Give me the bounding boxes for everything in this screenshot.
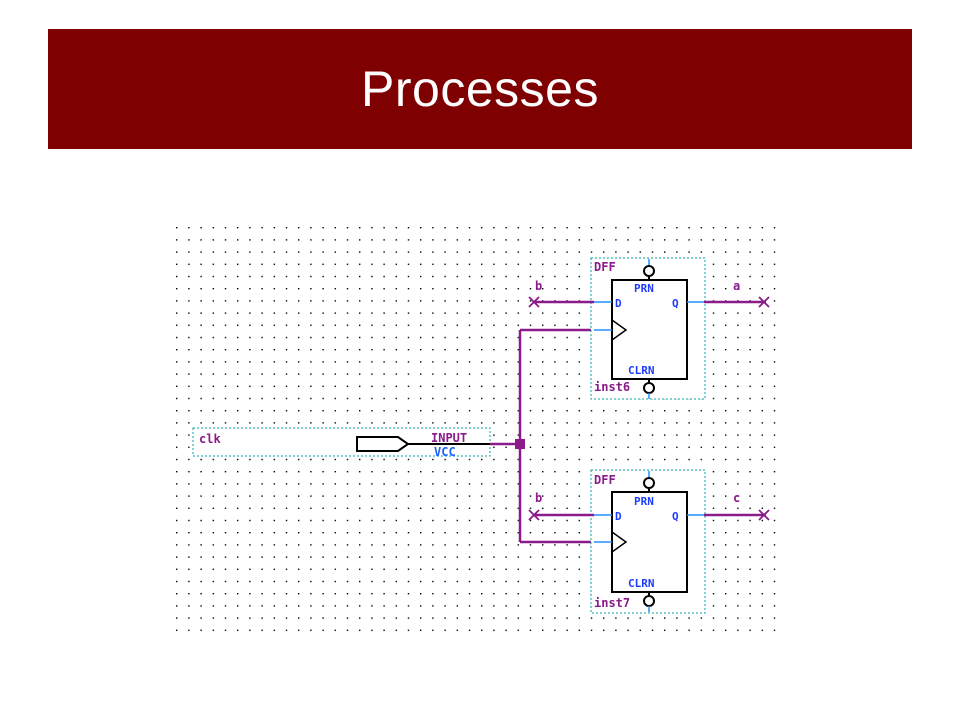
wire-end-x-icon [758, 509, 770, 521]
dff-d-label: D [615, 297, 622, 310]
net-b-bottom[interactable]: b [528, 491, 594, 521]
dff-q-label: Q [672, 297, 679, 310]
net-b-top[interactable]: b [528, 279, 594, 308]
slide-title: Processes [361, 61, 599, 117]
dff-inst6[interactable]: DFF inst6 PRN CLRN D Q [590, 257, 706, 400]
dff-body [611, 491, 688, 593]
net-label-c: c [733, 491, 740, 505]
dff-instance-label: inst7 [594, 596, 630, 610]
net-c[interactable]: c [704, 491, 770, 521]
dff-instance-label: inst6 [594, 380, 630, 394]
dff-prn-label: PRN [634, 282, 654, 295]
wire-end-x-icon [528, 296, 540, 308]
dff-clrn-label: CLRN [628, 577, 655, 590]
net-label-a: a [733, 279, 740, 293]
dff-clock-triangle [611, 319, 628, 341]
dff-d-label: D [615, 510, 622, 523]
clrn-bubble [643, 382, 655, 394]
input-default-label: VCC [434, 445, 456, 459]
dff-clrn-label: CLRN [628, 364, 655, 377]
net-a[interactable]: a [704, 279, 770, 308]
clk-input-block[interactable]: clk INPUT VCC [192, 427, 491, 459]
dff-type-label: DFF [594, 473, 616, 487]
prn-bubble [643, 477, 655, 489]
dff-clock-triangle [611, 531, 628, 553]
wire-end-x-icon [528, 509, 540, 521]
wire-junction-dot [515, 439, 525, 449]
dff-prn-label: PRN [634, 495, 654, 508]
prn-bubble [643, 265, 655, 277]
dff-inst7[interactable]: DFF inst7 PRN CLRN D Q [590, 469, 706, 614]
net-label-b: b [535, 491, 542, 505]
dff-q-label: Q [672, 510, 679, 523]
title-bar: Processes [48, 29, 912, 149]
input-type-label: INPUT [431, 431, 467, 445]
dff-type-label: DFF [594, 260, 616, 274]
input-signal-name: clk [199, 432, 221, 446]
clrn-bubble [643, 595, 655, 607]
wire-end-x-icon [758, 296, 770, 308]
net-label-b: b [535, 279, 542, 293]
input-pin-shape [356, 436, 410, 452]
